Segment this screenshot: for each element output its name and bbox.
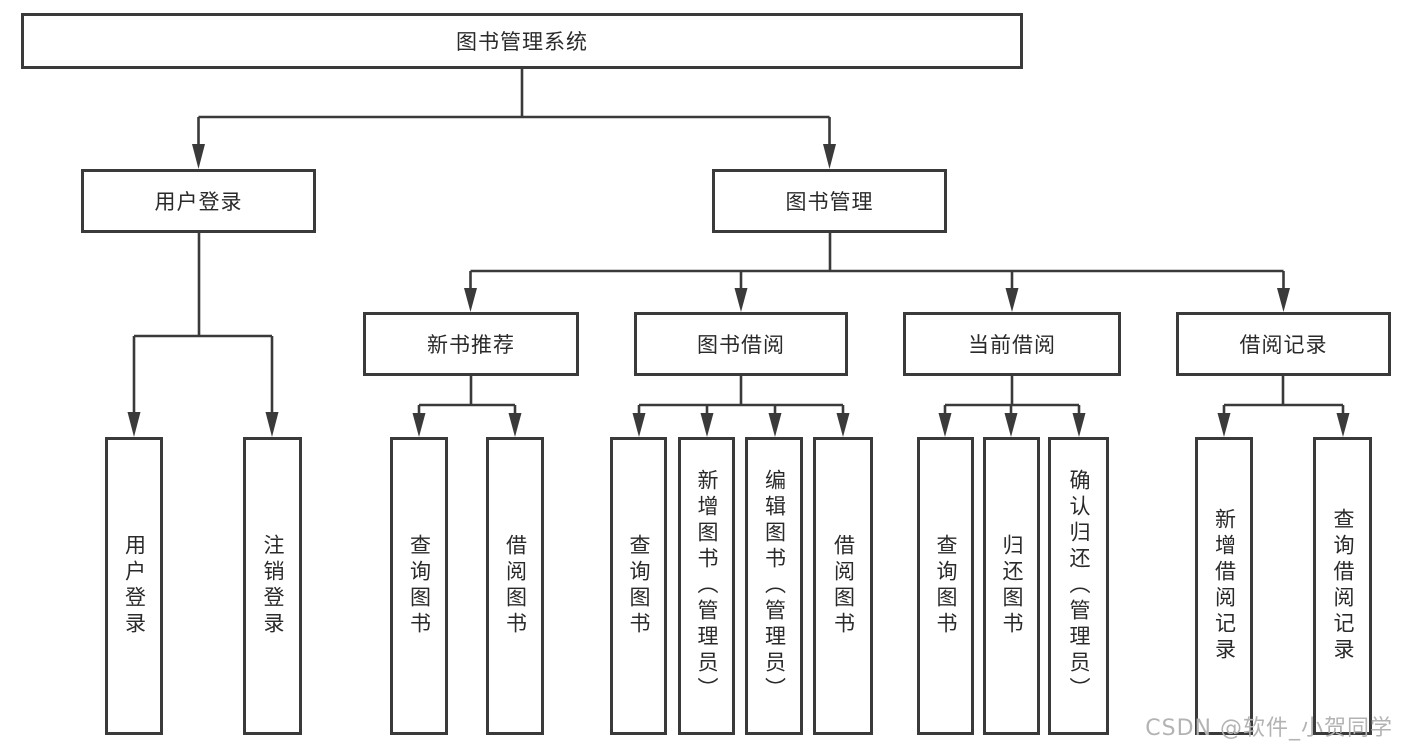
leaf-recommend-borrow-books: 借阅图书 — [486, 437, 544, 735]
leaf-edit-book-admin: 编辑图书（管理员） — [745, 437, 803, 735]
leaf-recommend-query-books: 查询图书 — [390, 437, 448, 735]
leaf-borrow-query-books: 查询图书 — [610, 437, 667, 735]
leaf-confirm-return-admin: 确认归还（管理员） — [1048, 437, 1109, 735]
node-current-borrow: 当前借阅 — [903, 312, 1121, 376]
leaf-current-query-books: 查询图书 — [917, 437, 974, 735]
leaf-borrow-borrow-books: 借阅图书 — [813, 437, 873, 735]
leaf-return-books: 归还图书 — [983, 437, 1040, 735]
leaf-logout: 注销登录 — [243, 437, 302, 735]
node-new-book-recommend: 新书推荐 — [363, 312, 579, 376]
node-book-borrow: 图书借阅 — [634, 312, 848, 376]
leaf-add-borrow-record: 新增借阅记录 — [1195, 437, 1253, 735]
node-book-management: 图书管理 — [712, 169, 947, 233]
node-borrow-records: 借阅记录 — [1176, 312, 1391, 376]
leaf-user-login: 用户登录 — [105, 437, 163, 735]
leaf-query-borrow-record: 查询借阅记录 — [1313, 437, 1372, 735]
node-root: 图书管理系统 — [21, 13, 1023, 69]
leaf-add-book-admin: 新增图书（管理员） — [678, 437, 735, 735]
node-user-login: 用户登录 — [81, 169, 316, 233]
